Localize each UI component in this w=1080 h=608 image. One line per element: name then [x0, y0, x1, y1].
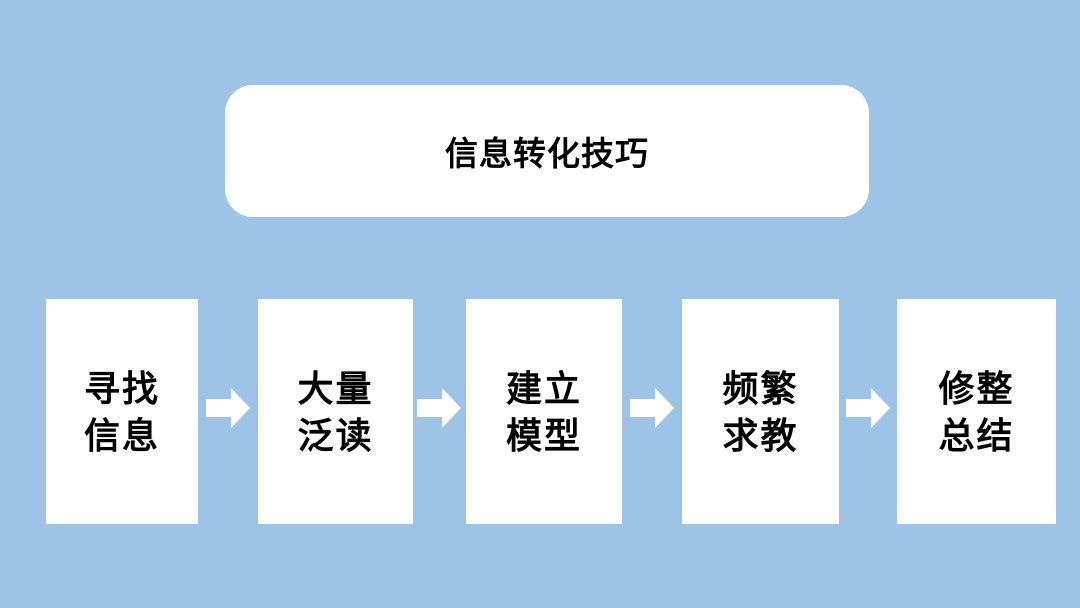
step-label-line: 大量 — [297, 367, 374, 409]
step-label-line: 求教 — [722, 414, 799, 456]
arrow-right-icon — [630, 388, 674, 428]
flow-step-revise-summarize: 修整 总结 — [897, 299, 1056, 524]
arrow-right-icon — [206, 388, 250, 428]
arrow-right-icon — [417, 388, 461, 428]
page-title: 信息转化技巧 — [445, 135, 649, 172]
step-label-line: 频繁 — [722, 367, 799, 409]
step-label-line: 信息 — [83, 414, 160, 456]
flow-step-build-model: 建立 模型 — [466, 299, 622, 524]
title-box: 信息转化技巧 — [225, 85, 869, 217]
step-label-line: 模型 — [505, 414, 582, 456]
flow-step-extensive-reading: 大量 泛读 — [258, 299, 413, 524]
step-label-line: 建立 — [505, 367, 582, 409]
step-label-line: 总结 — [938, 414, 1015, 456]
flow-step-find-information: 寻找 信息 — [46, 299, 198, 524]
flow-step-frequent-advice: 频繁 求教 — [682, 299, 839, 524]
step-label-line: 修整 — [938, 367, 1015, 409]
step-label-line: 泛读 — [297, 414, 374, 456]
step-label-line: 寻找 — [83, 367, 160, 409]
arrow-right-icon — [846, 388, 890, 428]
